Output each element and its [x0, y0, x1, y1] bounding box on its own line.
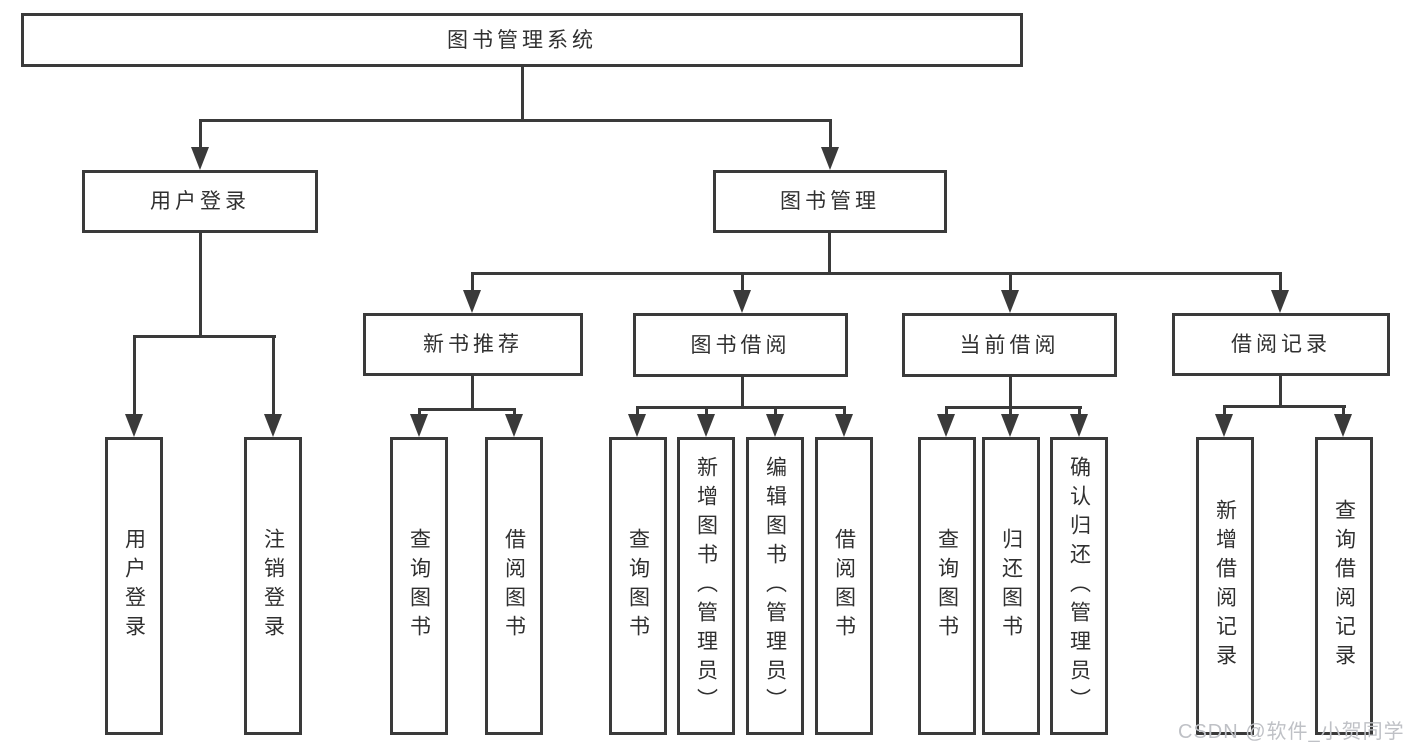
- connector-current-stem: [1009, 377, 1012, 408]
- connector-current-drop-3: [1078, 408, 1081, 416]
- connector-borrow-drop-4: [843, 408, 846, 416]
- connector-root-rail: [199, 119, 832, 122]
- connector-login-drop-2: [272, 337, 275, 415]
- leaf-borrow-books-recommend: 借阅图书: [485, 437, 543, 735]
- arrow-leaf-user-login: [125, 414, 143, 437]
- connector-records-drop-2: [1342, 407, 1345, 416]
- arrow-current-borrow: [1001, 290, 1019, 313]
- arrow-leaf-logout: [264, 414, 282, 437]
- arrow-leaf-borrow-recommend: [505, 414, 523, 437]
- arrow-leaf-query-current: [937, 414, 955, 437]
- node-root: 图书管理系统: [21, 13, 1023, 67]
- node-current-borrow: 当前借阅: [902, 313, 1117, 377]
- connector-login-drop-1: [133, 337, 136, 415]
- connector-borrow-rail: [636, 406, 846, 409]
- node-user-login: 用户登录: [82, 170, 318, 233]
- connector-borrow-drop-2: [705, 408, 708, 416]
- node-book-borrow: 图书借阅: [633, 313, 848, 377]
- connector-mgmt-stem: [828, 233, 831, 274]
- connector-records-drop-1: [1223, 407, 1226, 416]
- arrow-book-borrow: [733, 290, 751, 313]
- connector-current-rail: [945, 406, 1082, 409]
- connector-mgmt-drop-3: [1009, 274, 1012, 291]
- connector-recommend-rail: [418, 408, 516, 411]
- arrow-leaf-confirm-return: [1070, 414, 1088, 437]
- connector-login-stem: [199, 233, 202, 337]
- arrow-user-login: [191, 147, 209, 170]
- connector-borrow-drop-1: [636, 408, 639, 416]
- connector-mgmt-rail: [471, 272, 1282, 275]
- leaf-query-books-current: 查询图书: [918, 437, 976, 735]
- leaf-query-books-recommend: 查询图书: [390, 437, 448, 735]
- connector-recommend-stem: [471, 376, 474, 410]
- connector-mgmt-drop-1: [471, 274, 474, 291]
- connector-records-rail: [1223, 405, 1346, 408]
- watermark: CSDN @软件_小贺同学: [1178, 721, 1405, 743]
- arrow-leaf-add-book: [697, 414, 715, 437]
- arrow-leaf-query-record: [1334, 414, 1352, 437]
- connector-login-rail: [133, 335, 276, 338]
- leaf-query-borrow-record: 查询借阅记录: [1315, 437, 1373, 735]
- leaf-add-borrow-record: 新增借阅记录: [1196, 437, 1254, 735]
- connector-root-drop-2: [829, 121, 832, 148]
- arrow-leaf-add-record: [1215, 414, 1233, 437]
- leaf-query-books-borrow: 查询图书: [609, 437, 667, 735]
- leaf-user-login: 用户登录: [105, 437, 163, 735]
- leaf-add-book-admin: 新增图书（管理员）: [677, 437, 735, 735]
- leaf-edit-book-admin: 编辑图书（管理员）: [746, 437, 804, 735]
- arrow-leaf-return-book: [1001, 414, 1019, 437]
- arrow-leaf-query-recommend: [410, 414, 428, 437]
- arrow-new-book-recommend: [463, 290, 481, 313]
- connector-mgmt-drop-2: [741, 274, 744, 291]
- connector-current-drop-1: [945, 408, 948, 416]
- connector-recommend-drop-1: [418, 410, 421, 417]
- arrow-leaf-edit-book: [766, 414, 784, 437]
- connector-borrow-stem: [741, 377, 744, 408]
- connector-root-stem: [521, 67, 524, 121]
- connector-mgmt-drop-4: [1279, 274, 1282, 291]
- node-new-book-recommend: 新书推荐: [363, 313, 583, 376]
- connector-recommend-drop-2: [513, 410, 516, 417]
- leaf-confirm-return-admin: 确认归还（管理员）: [1050, 437, 1108, 735]
- arrow-leaf-query-borrow: [628, 414, 646, 437]
- leaf-borrow-books-borrow: 借阅图书: [815, 437, 873, 735]
- node-borrow-records: 借阅记录: [1172, 313, 1390, 376]
- node-book-management: 图书管理: [713, 170, 947, 233]
- arrow-leaf-borrow-book: [835, 414, 853, 437]
- connector-borrow-drop-3: [774, 408, 777, 416]
- arrow-book-management: [821, 147, 839, 170]
- leaf-logout: 注销登录: [244, 437, 302, 735]
- leaf-return-book: 归还图书: [982, 437, 1040, 735]
- connector-root-drop-1: [199, 121, 202, 148]
- connector-records-stem: [1279, 376, 1282, 407]
- connector-current-drop-2: [1009, 408, 1012, 416]
- arrow-borrow-records: [1271, 290, 1289, 313]
